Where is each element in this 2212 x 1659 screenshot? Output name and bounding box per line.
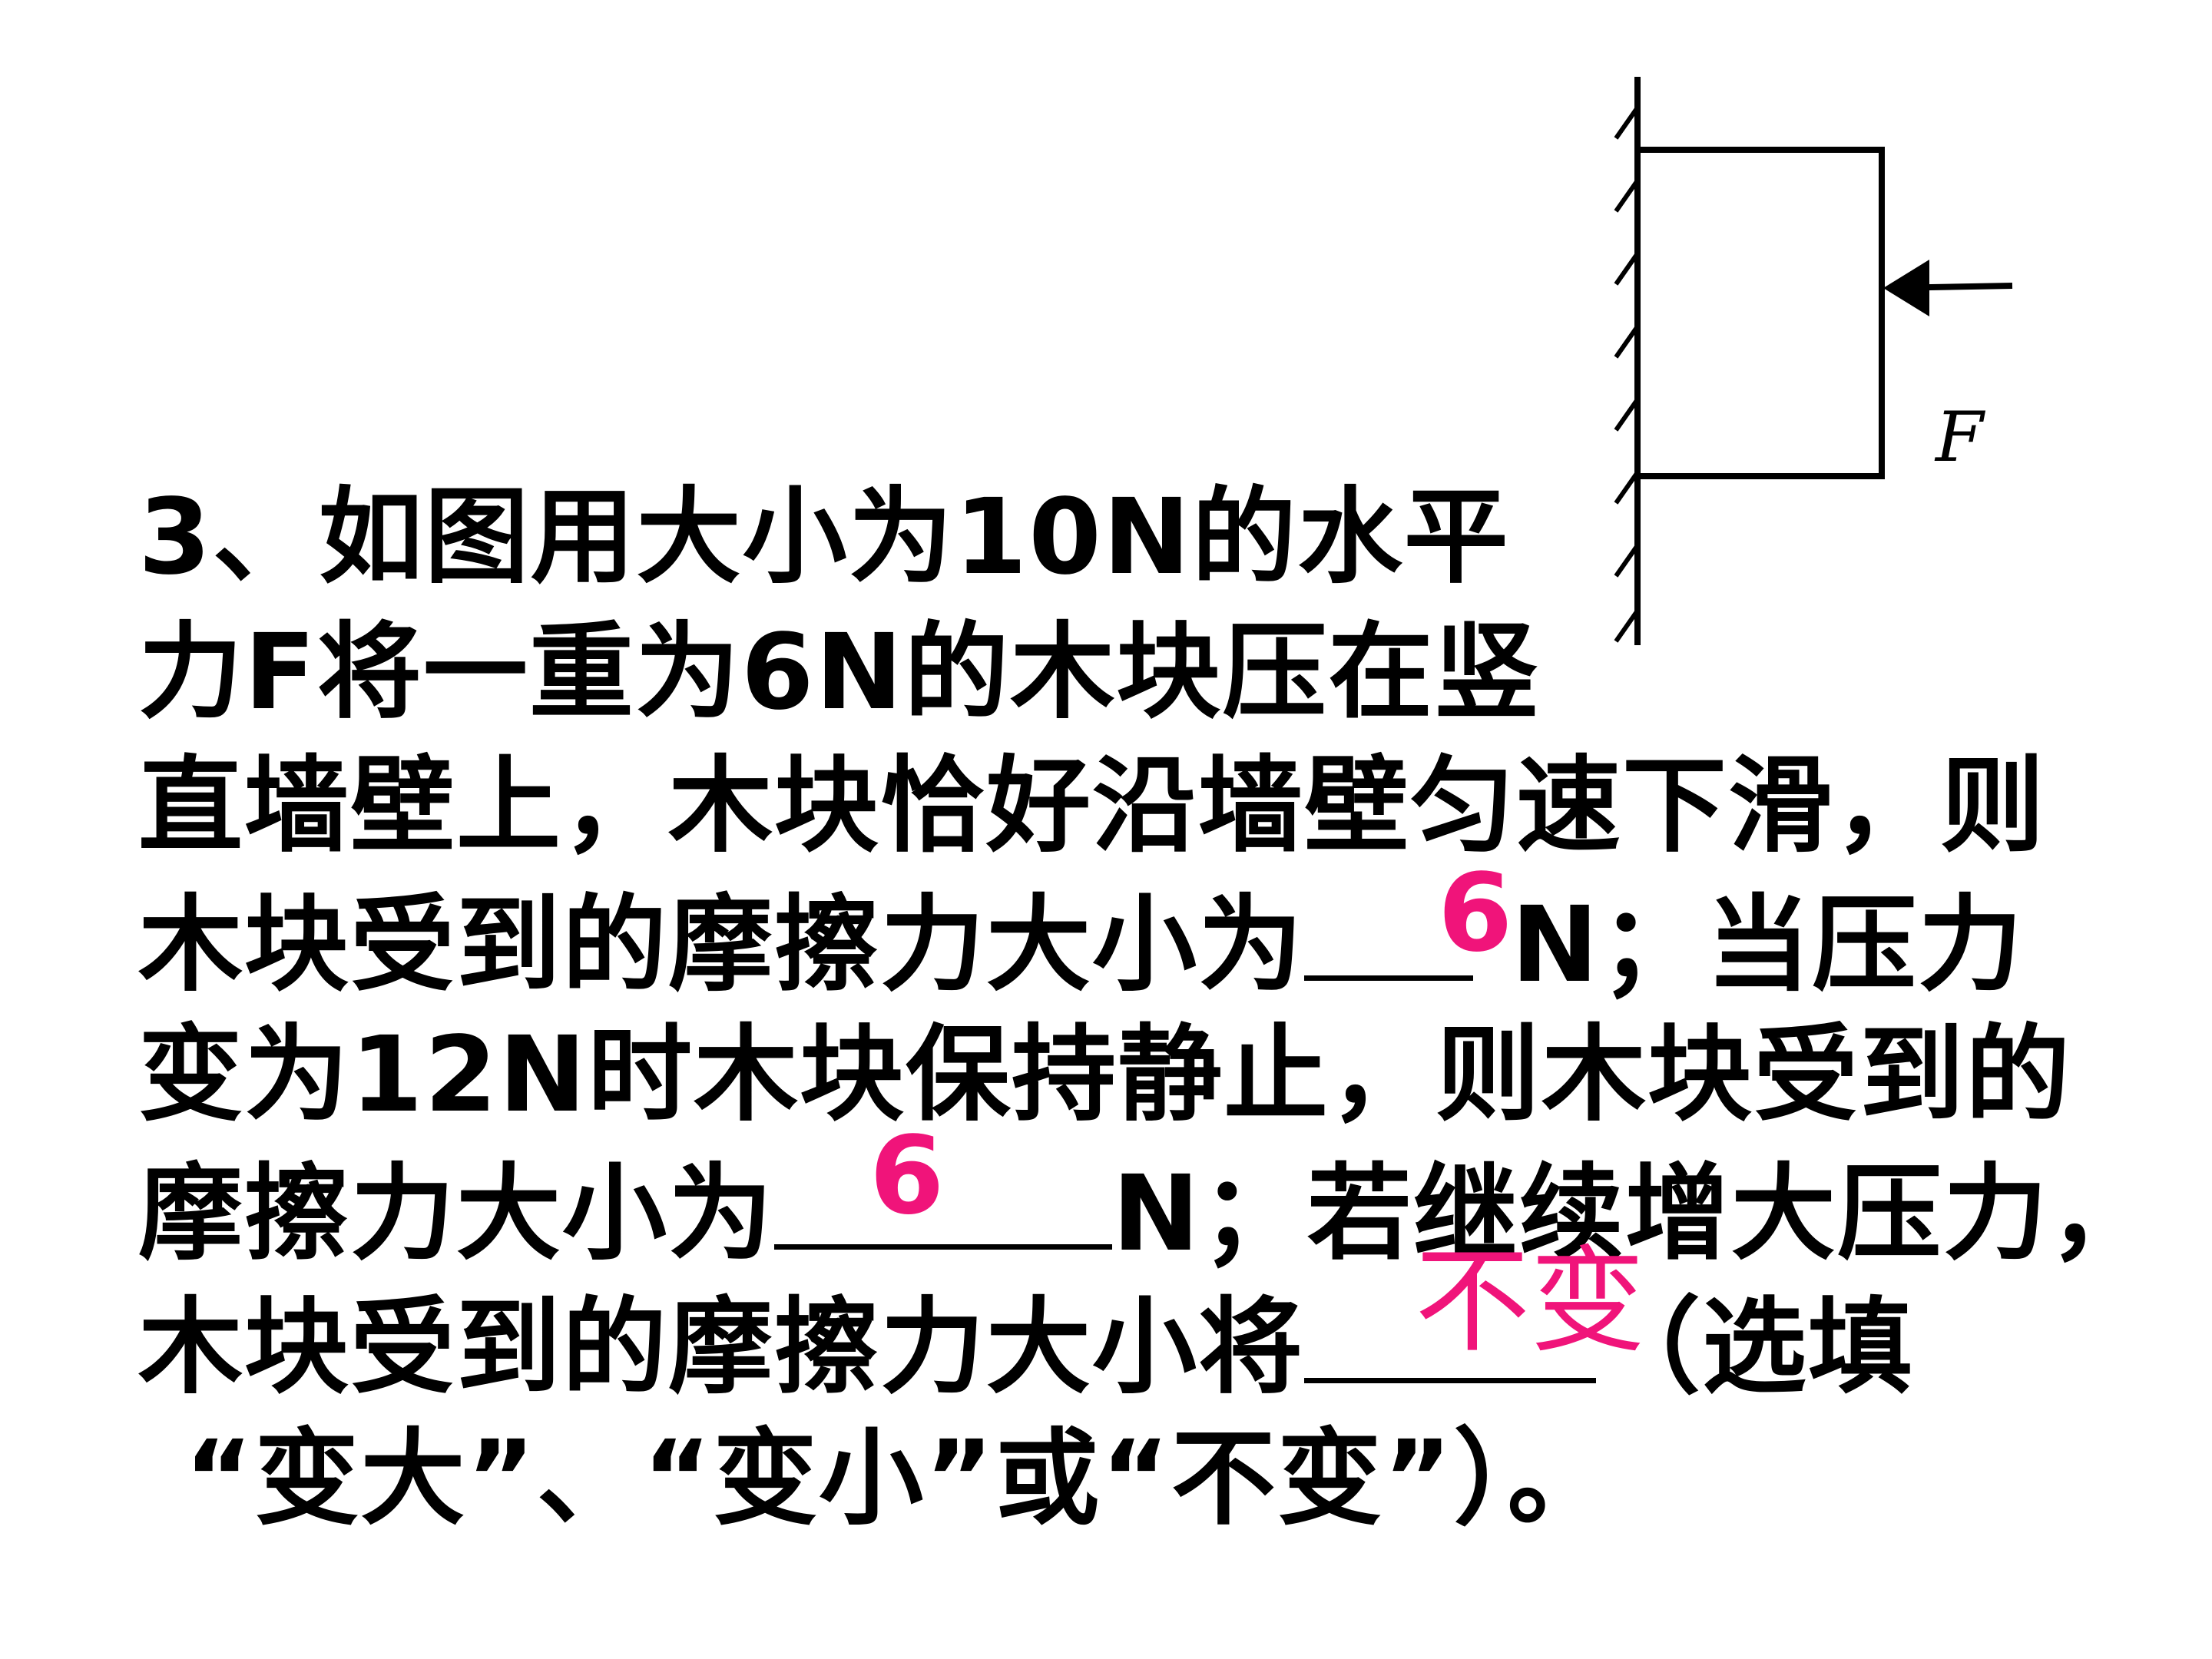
- wall-hatching: [1614, 106, 1640, 643]
- answer-blank-3: [1304, 1292, 1596, 1383]
- wooden-block: [1634, 147, 1885, 479]
- question-text: “变大”、“变小”或“不变”）。: [184, 1419, 1614, 1540]
- answer-1: 6: [1438, 851, 1513, 976]
- question-text: （选填: [1596, 1287, 1914, 1409]
- answer-blank-2: [774, 1158, 1112, 1250]
- question-line-7: 木块受到的摩擦力大小将（选填: [138, 1292, 1914, 1400]
- question-text: N；若继续增大压力，: [1112, 1154, 2155, 1275]
- question-text: 直墙壁上，木块恰好沿墙壁匀速下滑，则: [138, 746, 2046, 867]
- answer-blank-1: [1304, 889, 1473, 981]
- force-label: F: [1934, 397, 1986, 478]
- question-line-3: 直墙壁上，木块恰好沿墙壁匀速下滑，则: [138, 754, 2046, 859]
- force-arrow-head: [1883, 260, 1929, 316]
- question-line-1: 3、如图用大小为10N的水平: [138, 485, 1510, 590]
- wall-block-diagram: F: [1614, 77, 2013, 645]
- question-line-5: 变为12N时木块保持静止，则木块受到的: [138, 1023, 2071, 1128]
- question-text: 木块受到的摩擦力大小将: [138, 1287, 1304, 1409]
- question-text: 3、如图用大小为10N的水平: [138, 477, 1510, 598]
- question-text: 摩擦力大小为: [138, 1154, 774, 1275]
- answer-3: 不变: [1415, 1235, 1646, 1369]
- question-text: 木块受到的摩擦力大小为: [138, 885, 1304, 1006]
- question-text: N；当压力: [1473, 885, 2025, 1006]
- question-line-4: 木块受到的摩擦力大小为 N；当压力: [138, 889, 2024, 998]
- question-text: 变为12N时木块保持静止，则木块受到的: [138, 1015, 2072, 1136]
- question-text: 力F将一重为6N的木块压在竖: [138, 612, 1541, 733]
- question-line-8: “变大”、“变小”或“不变”）。: [184, 1427, 1613, 1532]
- question-line-2: 力F将一重为6N的木块压在竖: [138, 621, 1540, 725]
- answer-2: 6: [869, 1114, 945, 1239]
